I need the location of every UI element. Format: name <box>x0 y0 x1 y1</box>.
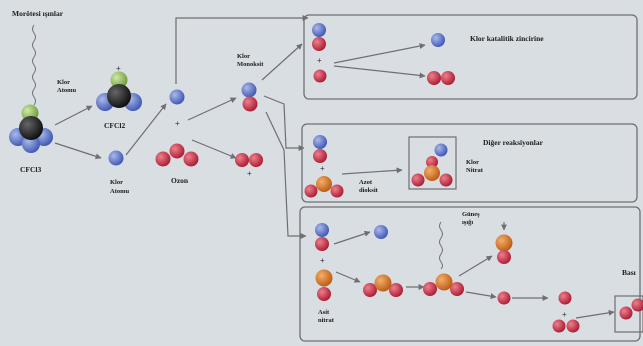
reaction-arrows <box>54 15 615 319</box>
box3-chlorine-product <box>374 225 388 239</box>
arrow-to-o2 <box>191 139 237 159</box>
nitrogen-dioxide-label-a: Azot <box>359 179 373 186</box>
reservoir-molecule <box>619 298 643 320</box>
ozone-label: Ozon <box>171 176 189 185</box>
incoming-light-label: Morötesi ışınlar <box>12 9 64 18</box>
reservoir-frame <box>614 295 643 333</box>
svg-text:+: + <box>116 64 121 73</box>
arrow-clo-box3 <box>265 111 307 239</box>
arrow-to-o <box>465 291 497 300</box>
plus-markers: + + + + + + + <box>116 56 567 319</box>
clo-label-b: Monoksit <box>237 61 264 68</box>
catalytic-chain-box <box>303 14 638 100</box>
svg-text:+: + <box>175 119 180 128</box>
free-chlorine-atom <box>108 150 124 166</box>
o2-molecule <box>235 153 263 167</box>
box1-title: Klor katalitik zincirine <box>470 34 544 43</box>
box2-clo <box>313 135 327 163</box>
arrow-to-no2 <box>458 255 493 277</box>
right-cut-label: Bası <box>622 268 636 277</box>
sunlight-label-b: ışığı <box>462 219 473 226</box>
box1-oxygen-atom <box>313 69 327 83</box>
uv-light-wave <box>32 24 36 106</box>
free-cl-label-a: Klor <box>110 179 123 186</box>
arrow-box1-cl <box>333 43 426 64</box>
arrow-box3-cl <box>333 230 371 245</box>
box1-chlorine-product <box>431 33 445 47</box>
cl-atom-label-a: Klor <box>57 79 70 86</box>
no2-product <box>495 234 513 264</box>
other-reactions-box <box>301 123 638 203</box>
arrow-to-clo <box>187 97 237 121</box>
svg-text:+: + <box>317 56 322 65</box>
acid-label-a: Asit <box>318 309 330 316</box>
arrow-clo-box1 <box>261 43 303 81</box>
hno3-molecule <box>423 273 464 296</box>
clo-label-a: Klor <box>237 53 250 60</box>
o2-bottom-product <box>552 319 580 333</box>
svg-text:+: + <box>320 164 325 173</box>
oxygen-atom-next <box>558 291 572 305</box>
chlorine-nitrate-molecule <box>411 143 453 187</box>
nitrate-label-a: Klor <box>466 159 479 166</box>
box3-clo <box>315 223 329 251</box>
sunlight-wave <box>439 221 443 270</box>
arrow-box1-o2 <box>333 65 426 79</box>
chlorine-nitrate-frame <box>408 136 457 190</box>
arrow-cfc-to-cl <box>54 142 102 160</box>
arrow-box2-product <box>341 167 403 175</box>
cl-atom-label-b: Atomu <box>57 87 77 94</box>
svg-text:+: + <box>247 169 252 178</box>
chlorine-atom-reactant <box>169 89 185 105</box>
arrow-to-reservoir <box>575 309 615 319</box>
box1-clo <box>312 23 326 51</box>
oxygen-atom-product <box>497 291 511 305</box>
no3-molecule <box>363 274 403 297</box>
free-cl-label-b: Atomu <box>110 188 130 195</box>
arrow-box3-no3 <box>335 271 361 283</box>
nitrogen-dioxide-label-b: dioksit <box>359 187 379 194</box>
arrow-cfc-to-cfcl2 <box>54 105 93 126</box>
nitrate-reaction-box <box>299 206 641 342</box>
box2-title: Diğer reaksiyonlar <box>483 138 544 147</box>
cfcl3-label: CFCl3 <box>20 165 41 174</box>
box3-nitrate <box>315 269 333 301</box>
box1-o2-product <box>427 71 455 85</box>
ozone-molecule <box>155 143 199 167</box>
arrow-recycle-top <box>175 15 309 84</box>
box2-no2 <box>304 176 344 198</box>
svg-text:+: + <box>320 256 325 265</box>
cfcl3-molecule <box>9 104 53 153</box>
svg-text:+: + <box>562 310 567 319</box>
arrow-clo-box2 <box>263 95 305 151</box>
clo-molecule <box>241 82 258 112</box>
acid-label-b: nitrat <box>318 317 335 324</box>
cfcl2-molecule <box>96 71 142 111</box>
nitrate-label-b: Nitrat <box>466 167 484 174</box>
cfcl2-label: CFCl2 <box>104 121 125 130</box>
arrow-cl-to-ozone <box>125 103 167 156</box>
sunlight-label-a: Güneş <box>462 211 480 218</box>
